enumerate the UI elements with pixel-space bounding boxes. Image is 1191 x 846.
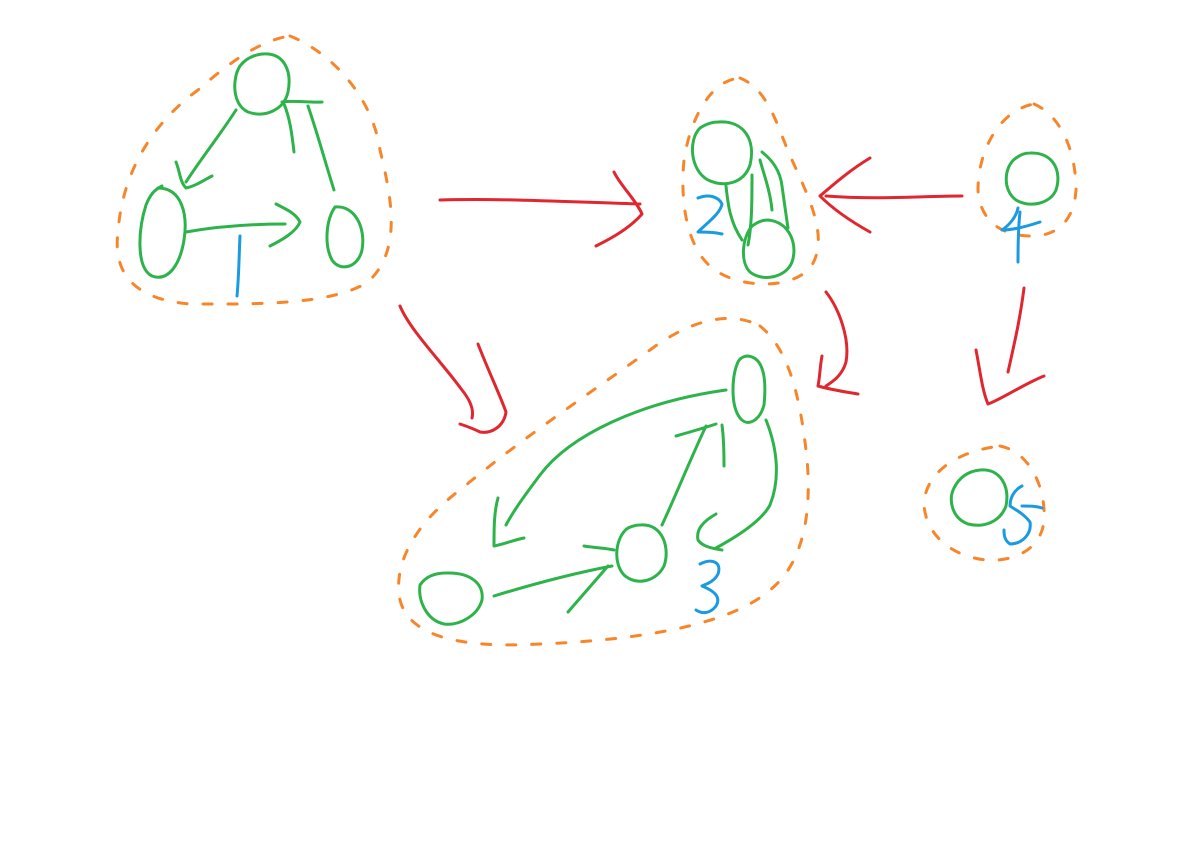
cluster-2-node-b bbox=[742, 218, 796, 279]
cluster-edge-1-to-3 bbox=[398, 304, 508, 434]
cluster-2-node-a bbox=[690, 120, 753, 186]
cluster-3-edge-top-left bbox=[492, 388, 728, 548]
cluster-3-label bbox=[694, 559, 721, 615]
cluster-2-label bbox=[696, 194, 724, 236]
cluster-edges bbox=[398, 156, 1046, 434]
cluster-4: 4 bbox=[976, 102, 1078, 264]
cluster-1-node-right bbox=[325, 205, 365, 269]
cluster-3-edge-top-middle bbox=[660, 422, 726, 527]
cluster-3: 3 bbox=[397, 316, 810, 647]
cluster-1-node-left bbox=[138, 184, 187, 279]
cluster-1: 1 bbox=[115, 34, 393, 306]
cluster-5: 5 bbox=[922, 444, 1046, 562]
cluster-1-edge-left-right bbox=[184, 202, 302, 248]
cluster-3-edge-top-right bbox=[696, 418, 778, 552]
cluster-2: 2 bbox=[681, 76, 820, 286]
cluster-5-boundary bbox=[922, 444, 1046, 562]
cluster-edge-1-to-2 bbox=[438, 170, 644, 248]
cluster-4-boundary bbox=[976, 102, 1078, 238]
cluster-3-node-middle bbox=[615, 523, 668, 583]
cluster-3-edge-left-middle bbox=[492, 544, 616, 614]
cluster-3-boundary bbox=[397, 316, 810, 647]
cluster-2-edge-a-b bbox=[724, 150, 790, 247]
cluster-1-edge-top-right bbox=[280, 99, 336, 192]
cluster-1-node-top bbox=[233, 52, 291, 116]
cluster-edge-4-to-2 bbox=[818, 156, 964, 234]
cluster-5-label bbox=[1002, 484, 1044, 546]
cluster-1-label bbox=[235, 234, 242, 298]
cluster-5-node bbox=[949, 468, 1009, 527]
cluster-4-label bbox=[1000, 206, 1042, 264]
cluster-1-edge-top-left bbox=[174, 108, 238, 190]
cluster-4-node bbox=[1004, 151, 1060, 206]
cluster-3-node-left bbox=[418, 571, 484, 626]
cluster-1-boundary bbox=[115, 34, 393, 306]
cluster-edge-2-to-3 bbox=[816, 290, 860, 396]
cluster-edge-4-to-5 bbox=[974, 286, 1046, 406]
cluster-3-node-top bbox=[731, 354, 767, 424]
